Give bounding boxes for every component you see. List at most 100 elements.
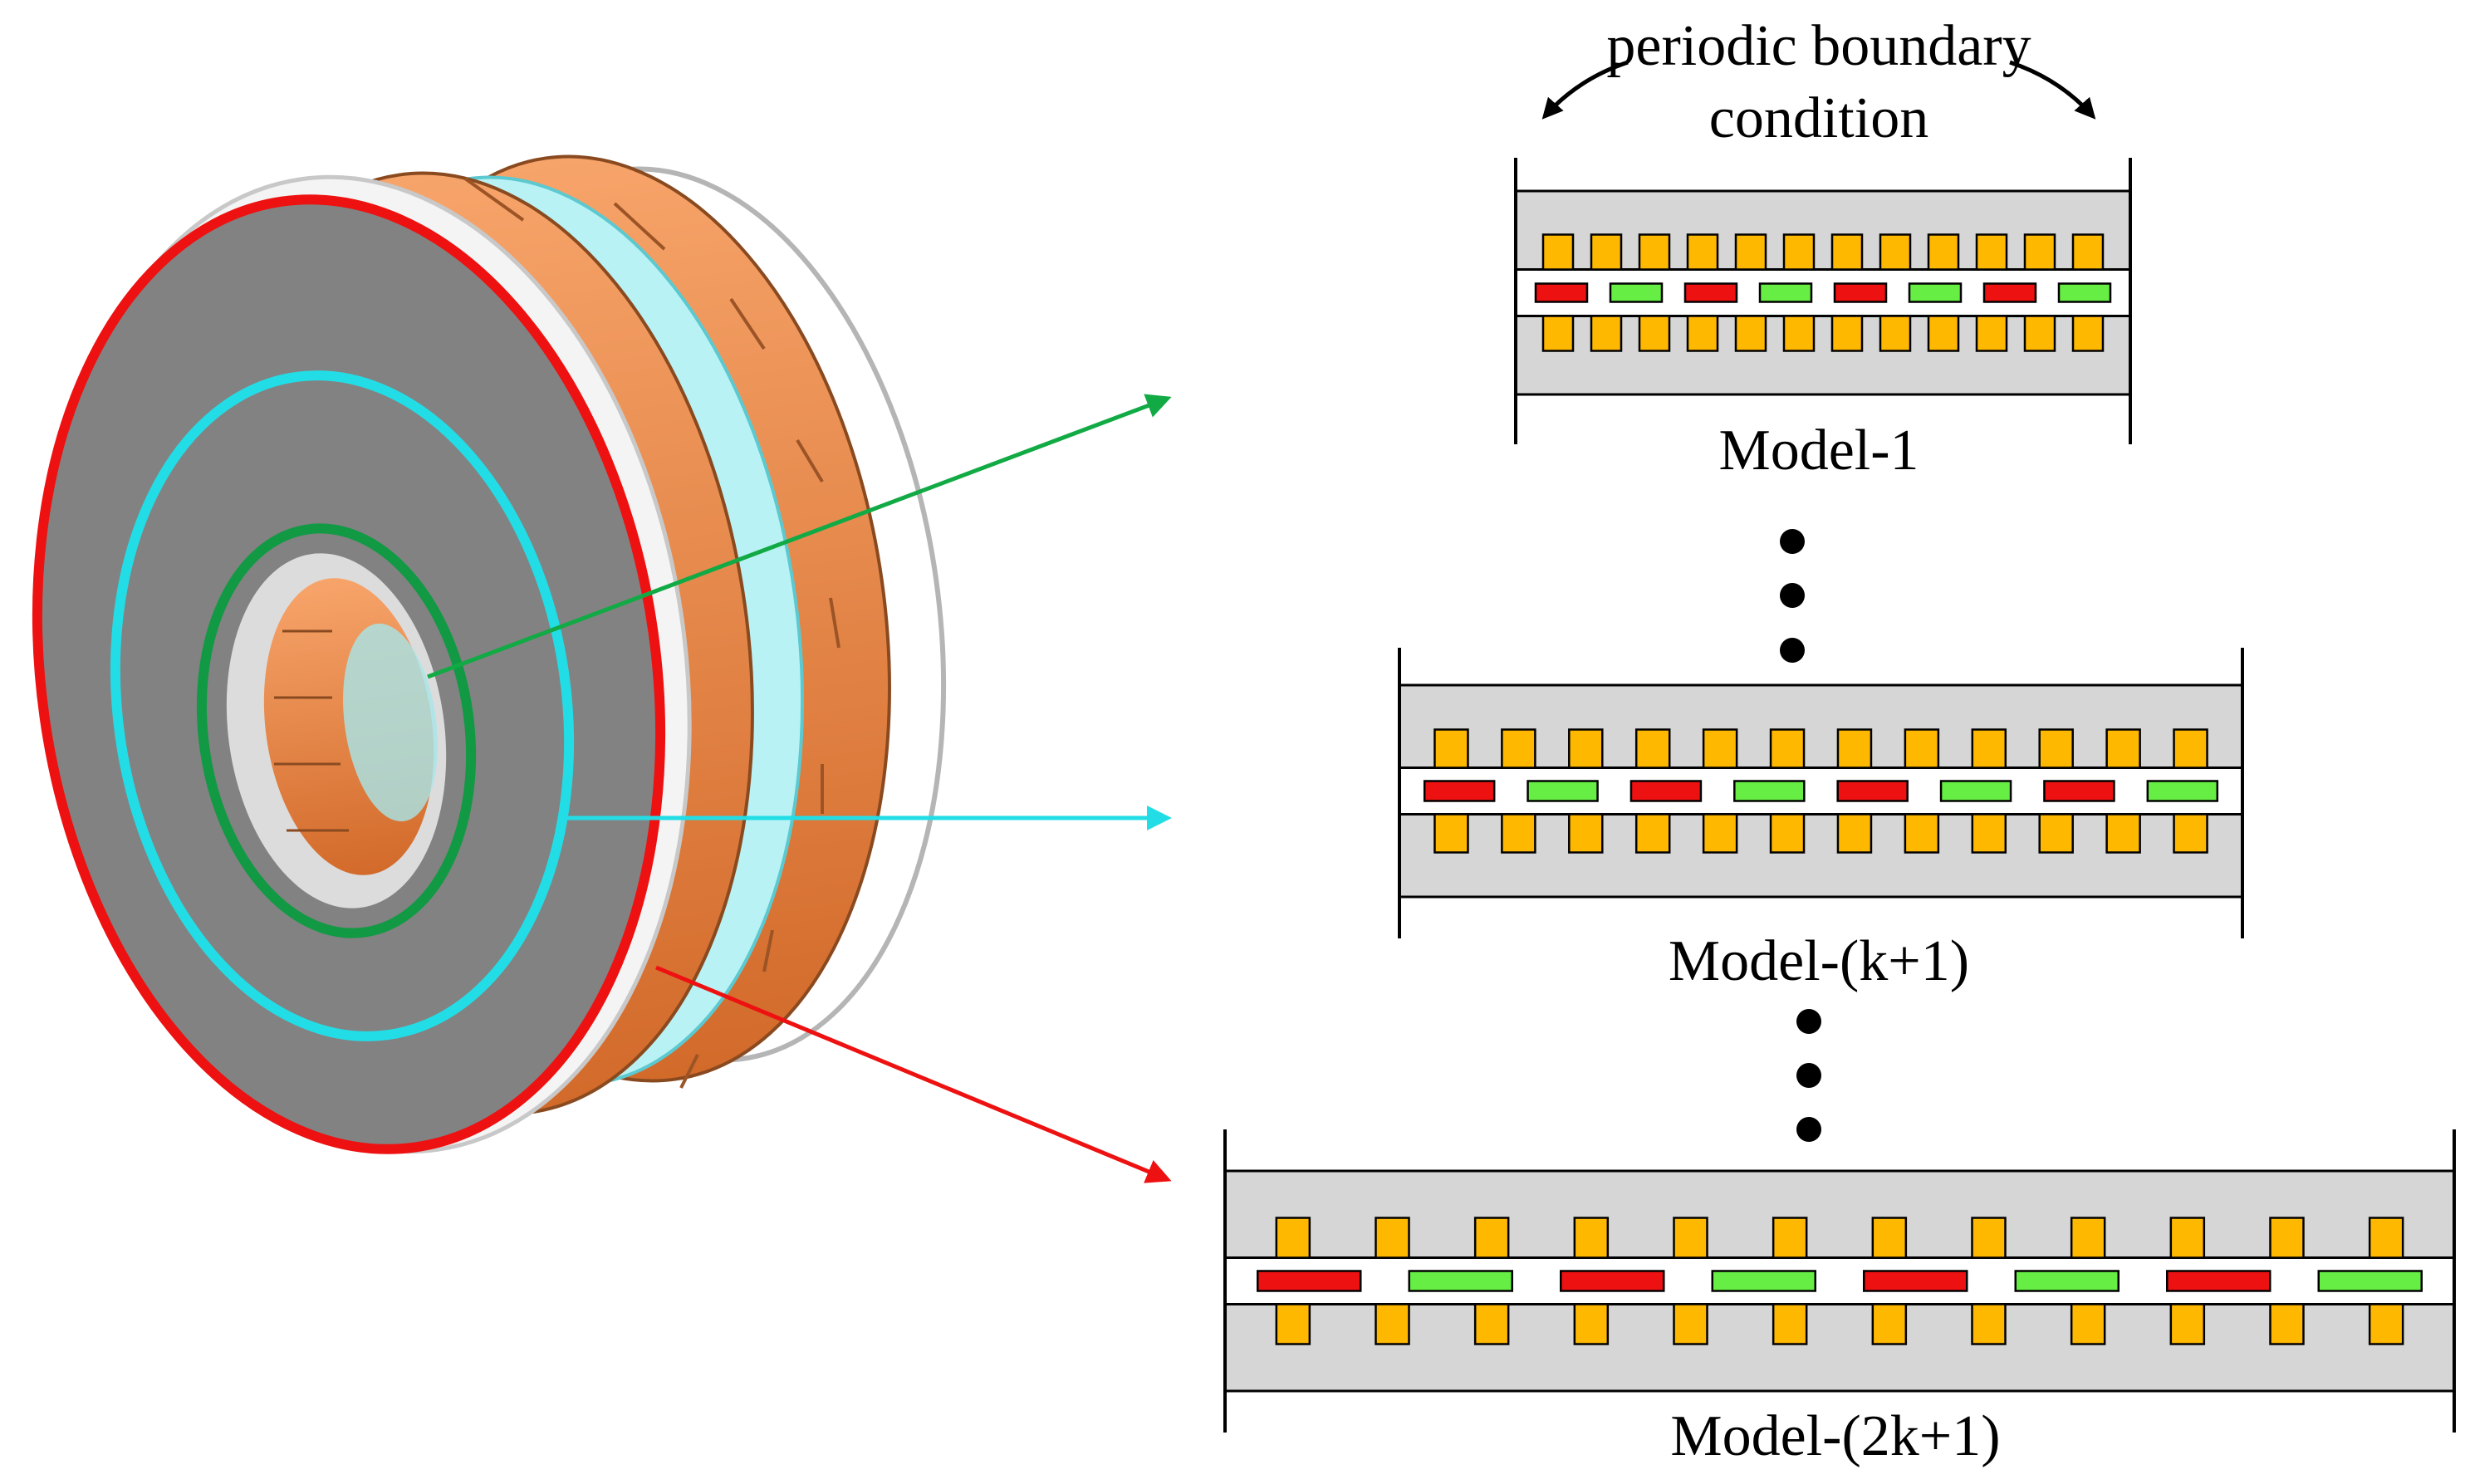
model-3-magnet-green xyxy=(2014,1270,2120,1292)
model-2-tooth-upper xyxy=(1971,728,2007,769)
model-1-magnet-red xyxy=(1833,282,1888,303)
model-2-magnet-red xyxy=(1629,780,1703,802)
model-1-tooth-lower xyxy=(1541,315,1575,352)
model-1-tooth-lower xyxy=(2071,315,2105,352)
model-3-tooth-upper xyxy=(2070,1217,2106,1259)
model-1-tooth-upper xyxy=(1734,233,1767,271)
model-2-tooth-lower xyxy=(1769,813,1806,854)
model-3-tooth-upper xyxy=(2169,1217,2206,1259)
model-2-tooth-lower xyxy=(1433,813,1469,854)
model-2-tooth-lower xyxy=(2038,813,2074,854)
model-3-tooth-upper xyxy=(2368,1217,2404,1259)
model-2-tooth-upper xyxy=(2038,728,2074,769)
model-2-tooth-upper xyxy=(2173,728,2208,769)
model-1-tooth-lower xyxy=(1830,315,1864,352)
model-2-tooth-upper xyxy=(2105,728,2141,769)
ellipsis-dots-upper xyxy=(1780,529,1805,663)
model-1-tooth-lower xyxy=(2023,315,2056,352)
model-2-tooth-upper xyxy=(1433,728,1469,769)
model-2-tooth-upper xyxy=(1702,728,1738,769)
model-1-magnet-green xyxy=(1609,282,1664,303)
model-1-magnet-red xyxy=(1982,282,2037,303)
model-1-tooth-lower xyxy=(1638,315,1671,352)
model-3-tooth-upper xyxy=(1971,1217,2007,1259)
model-3-tooth-lower xyxy=(2070,1303,2106,1345)
model-1-tooth-lower xyxy=(1975,315,2008,352)
model-3-magnet-red xyxy=(2166,1270,2271,1292)
ring-middle-cyan xyxy=(110,370,575,1041)
model-3-magnet-green xyxy=(1408,1270,1513,1292)
model-1-magnet-green xyxy=(2057,282,2112,303)
model-3-tooth-lower xyxy=(1772,1303,1808,1345)
model-2k1-label: Model-(2k+1) xyxy=(1670,1404,2000,1468)
model-1-tooth-upper xyxy=(1927,233,1960,271)
model-1-tooth-upper xyxy=(2071,233,2105,271)
model-2-tooth-upper xyxy=(1904,728,1940,769)
model-1-tooth-upper xyxy=(1590,233,1623,271)
model-3-magnet-green xyxy=(2317,1270,2423,1292)
linear-models xyxy=(1223,158,2456,1433)
model-1-tooth-lower xyxy=(1686,315,1719,352)
model-1-label: Model-1 xyxy=(1718,419,1919,482)
model-2-magnet-green xyxy=(1733,780,1806,802)
model-2-tooth-lower xyxy=(1702,813,1738,854)
model-3-magnet-red xyxy=(1560,1270,1665,1292)
model-3-magnet-red xyxy=(1257,1270,1362,1292)
model-2-magnet-red xyxy=(1836,780,1909,802)
model-1-magnet-red xyxy=(1534,282,1589,303)
model-3-tooth-lower xyxy=(1573,1303,1610,1345)
model-2-tooth-upper xyxy=(1568,728,1604,769)
model-2-tooth-lower xyxy=(2173,813,2208,854)
model-3-tooth-upper xyxy=(1473,1217,1510,1259)
model-1-tooth-upper xyxy=(1975,233,2008,271)
model-1-magnet-red xyxy=(1683,282,1738,303)
model-1-tooth-upper xyxy=(1782,233,1816,271)
model-2-magnet-green xyxy=(2146,780,2219,802)
model-2-magnet-green xyxy=(1527,780,1599,802)
annotation-line-1: periodic boundary xyxy=(1606,14,2031,78)
model-1-airgap xyxy=(1514,268,2132,317)
model-2-magnet-red xyxy=(1423,780,1496,802)
model-3-tooth-lower xyxy=(1375,1303,1410,1345)
model-1-tooth-upper xyxy=(1638,233,1671,271)
model-1-tooth-upper xyxy=(1879,233,1912,271)
boundary-arrow-right xyxy=(2009,60,2096,120)
model-1-tooth-lower xyxy=(1927,315,1960,352)
model-1-magnet-green xyxy=(1908,282,1963,303)
annotation-line-2: condition xyxy=(1709,86,1928,150)
model-2-tooth-upper xyxy=(1836,728,1873,769)
model-k1-label: Model-(k+1) xyxy=(1669,929,1969,993)
model-3-magnet-green xyxy=(1711,1270,1816,1292)
model-1-tooth-upper xyxy=(1686,233,1719,271)
model-3-tooth-lower xyxy=(2368,1303,2404,1345)
model-1-tooth-lower xyxy=(1590,315,1623,352)
model-2-tooth-lower xyxy=(1634,813,1671,854)
model-2-tooth-lower xyxy=(1568,813,1604,854)
arrow-outer-to-model-2k1 xyxy=(655,965,1172,1183)
model-2-tooth-lower xyxy=(1904,813,1940,854)
model-3-tooth-upper xyxy=(1275,1217,1311,1259)
model-3-tooth-upper xyxy=(1673,1217,1708,1259)
periodic-boundary-annotation: periodic boundary condition xyxy=(1541,14,2096,150)
model-3-tooth-lower xyxy=(1871,1303,1908,1345)
model-2-magnet-green xyxy=(1939,780,2012,802)
model-2-tooth-lower xyxy=(1501,813,1536,854)
model-1-tooth-lower xyxy=(1782,315,1816,352)
model-3-tooth-lower xyxy=(2169,1303,2206,1345)
model-2-airgap xyxy=(1398,766,2244,815)
model-2-magnet-red xyxy=(2043,780,2115,802)
model-3-tooth-upper xyxy=(2269,1217,2305,1259)
model-3-tooth-lower xyxy=(1971,1303,2007,1345)
inner-bore-shadow xyxy=(343,623,438,822)
model-3-tooth-lower xyxy=(1673,1303,1708,1345)
model-2-tooth-lower xyxy=(1971,813,2007,854)
boundary-arrow-left xyxy=(1541,60,1629,120)
model-2-tooth-upper xyxy=(1634,728,1671,769)
model-3-magnet-red xyxy=(1863,1270,1968,1292)
model-1-tooth-upper xyxy=(1541,233,1575,271)
model-2-tooth-upper xyxy=(1769,728,1806,769)
model-3-tooth-lower xyxy=(2269,1303,2305,1345)
model-3-tooth-upper xyxy=(1573,1217,1610,1259)
model-3-tooth-lower xyxy=(1473,1303,1510,1345)
